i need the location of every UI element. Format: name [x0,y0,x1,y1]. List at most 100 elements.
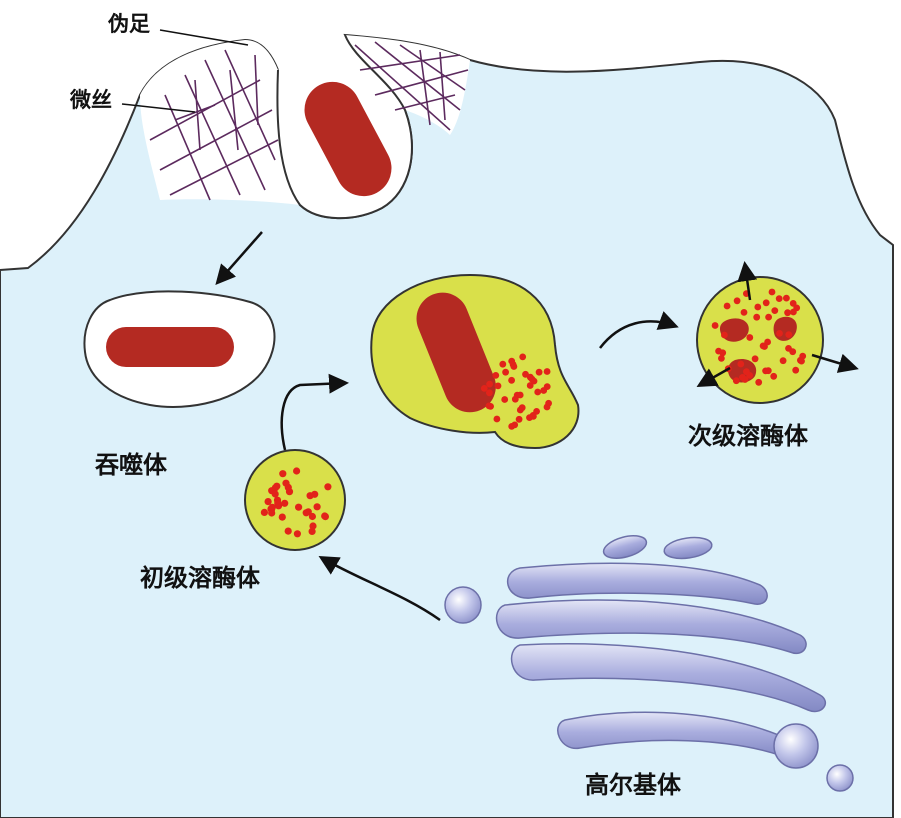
arrow-outflow-up [737,261,758,301]
enzyme-dot [268,503,276,511]
enzyme-dot [770,372,778,380]
enzyme-dot [324,483,332,491]
enzyme-dot [798,357,805,365]
enzyme-dot [739,374,746,381]
microfilaments-left [149,49,279,201]
arrow-to-secondary [599,311,679,349]
enzyme-dots-fusion [480,353,552,430]
enzyme-dot [515,415,523,423]
enzyme-dot [284,527,292,535]
bacterium-in-phagolysosome [416,292,496,413]
enzyme-dot [480,385,488,392]
enzyme-dot [789,348,797,356]
enzyme-dot [715,347,722,355]
enzyme-dot [737,360,745,368]
enzyme-dot [516,406,524,414]
enzyme-dot [510,363,518,370]
enzyme-dot [486,380,493,388]
arrow-to-phagosome [215,231,263,286]
enzyme-dot [785,331,793,338]
golgi-vesicle [444,586,482,624]
enzyme-dot [279,470,287,478]
enzyme-dot [278,513,286,521]
golgi-apparatus [444,535,854,792]
enzyme-dot [711,322,719,329]
enzyme-dot [311,490,319,498]
label-microfilament: 微丝 [70,88,112,112]
enzyme-dot [508,376,515,384]
enzyme-dot [309,522,317,530]
golgi-cisterna [506,562,768,605]
bacterium-in-phagosome [106,327,234,367]
enzyme-dot [493,415,501,423]
enzyme-dot [746,334,754,341]
enzyme-dot [545,399,552,407]
enzyme-dot [540,387,548,394]
enzyme-dots-primary [260,467,332,538]
enzyme-dot [487,403,494,410]
enzyme-dot [721,331,728,339]
enzyme-dot [732,377,740,385]
golgi-vesicle [602,535,648,559]
microfilaments-right [354,41,469,131]
primary-lysosome [244,449,346,551]
label-phagosome: 吞噬体 [95,451,167,479]
enzyme-dots-secondary [711,288,807,386]
enzyme-dot [295,503,303,511]
enzyme-dot [723,302,731,310]
enzyme-dot [733,297,741,305]
enzyme-dot [740,309,748,316]
enzyme-dot [762,299,770,307]
enzyme-dot [765,313,772,321]
arrow-outflow-left [696,366,731,387]
enzyme-dot [533,408,540,415]
enzyme-dot [282,479,290,487]
enzyme-dot [783,294,790,302]
enzyme-dot [511,395,519,403]
enzyme-dot [293,467,301,475]
enzyme-dot [543,368,551,375]
label-secondary-lysosome: 次级溶酶体 [688,422,808,450]
enzyme-dot [534,388,542,396]
arrow-outflow-right [811,353,859,373]
enzyme-dot [743,368,750,376]
golgi-cisterna [495,599,807,655]
enzyme-dot [308,527,316,536]
enzyme-dot [759,342,767,350]
enzyme-dot [526,414,533,421]
golgi-cisterna [510,643,826,713]
enzyme-dot [273,482,281,490]
enzyme-dot [321,513,329,521]
enzyme-dot [792,366,800,374]
enzyme-dot [775,295,783,302]
golgi-vesicle [826,764,854,792]
enzyme-dot [486,389,493,397]
enzyme-dot [526,382,534,389]
enzyme-dot [776,330,783,337]
arrow-to-fusion [280,373,349,451]
enzyme-dot [519,353,527,361]
enzyme-dot [535,368,543,376]
enzyme-dot [308,512,316,521]
enzyme-dot [762,367,769,375]
enzyme-dot [755,378,763,386]
enzyme-dot [751,355,759,363]
bacterium-engulfed [304,81,392,197]
enzyme-dot [784,309,791,317]
enzyme-dot [313,503,321,511]
enzyme-dot [718,355,725,362]
enzyme-dot [492,372,500,379]
right-pseudopod [345,35,470,135]
enzyme-dot [274,499,282,507]
enzyme-dot [501,396,509,403]
label-golgi: 高尔基体 [585,771,681,799]
golgi-vesicle [773,723,819,769]
left-pseudopod [140,40,300,205]
arrow-golgi-to-lysosome [318,555,441,622]
enzyme-dot [281,499,289,507]
label-pseudopod: 伪足 [108,12,150,36]
enzyme-dot [793,304,801,312]
enzyme-dot [771,307,779,314]
